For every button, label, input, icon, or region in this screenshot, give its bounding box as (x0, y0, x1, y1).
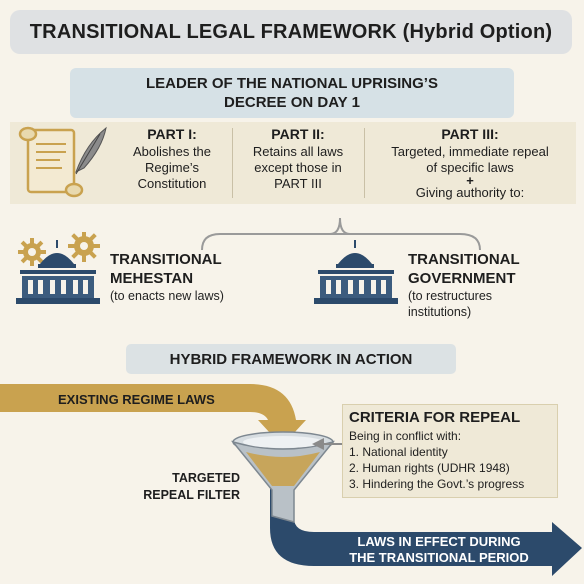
criteria-intro: Being in conflict with: (349, 429, 462, 443)
filter-line-2: REPEAL FILTER (143, 488, 240, 502)
gears-icon (18, 232, 100, 266)
mehestan-title-1: TRANSITIONAL (110, 251, 222, 268)
criteria-item: 2. Human rights (UDHR 1948) (349, 461, 510, 475)
result-arrow (270, 488, 582, 576)
authority-brace (201, 217, 481, 251)
part-1-title: PART I: (147, 126, 197, 142)
government-sub-1: (to restructures (408, 289, 493, 303)
mehestan-sub: (to enacts new laws) (110, 289, 224, 303)
filter-label: TARGETED REPEAL FILTER (120, 470, 240, 504)
criteria-item: 1. National identity (349, 445, 448, 459)
criteria-item: 3. Hindering the Govt.’s progress (349, 477, 525, 491)
part-2: PART II: Retains all laws except those i… (238, 126, 358, 192)
capitol-building-icon (16, 240, 100, 304)
result-label: LAWS IN EFFECT DURING THE TRANSITIONAL P… (332, 534, 546, 566)
part-2-line: PART III (274, 176, 322, 191)
part-3-line: of specific laws (426, 160, 514, 175)
filter-line-1: TARGETED (172, 471, 240, 485)
decree-line-1: LEADER OF THE NATIONAL UPRISING’S (146, 75, 438, 92)
part-1-line: Constitution (137, 176, 207, 191)
part-2-line: Retains all laws (252, 144, 344, 159)
criteria-pointer (312, 438, 344, 450)
part-3-line: Giving authority to: (415, 185, 525, 200)
part-2-title: PART II: (271, 126, 325, 142)
government-sub-2: institutions) (408, 305, 472, 319)
result-line-2: THE TRANSITIONAL PERIOD (349, 550, 529, 565)
mehestan-block: TRANSITIONAL MEHESTAN (to enacts new law… (110, 250, 224, 304)
part-separator (364, 128, 365, 198)
government-title-2: GOVERNMENT (408, 270, 516, 287)
page-title: TRANSITIONAL LEGAL FRAMEWORK (Hybrid Opt… (10, 10, 572, 54)
hybrid-heading: HYBRID FRAMEWORK IN ACTION (126, 344, 456, 374)
part-3-title: PART III: (441, 126, 499, 142)
result-line-1: LAWS IN EFFECT DURING (357, 534, 521, 549)
decree-line-2: DECREE ON DAY 1 (224, 94, 360, 111)
government-block: TRANSITIONAL GOVERNMENT (to restructures… (408, 250, 520, 320)
government-title-1: TRANSITIONAL (408, 251, 520, 268)
criteria-box: CRITERIA FOR REPEAL Being in conflict wi… (342, 404, 558, 498)
part-1-line: Abolishes the (132, 144, 212, 159)
existing-laws-arrow (0, 384, 306, 446)
mehestan-title-2: MEHESTAN (110, 270, 194, 287)
existing-laws-label: EXISTING REGIME LAWS (58, 392, 215, 407)
capitol-building-icon (314, 240, 398, 304)
part-1-line: Regime’s (145, 160, 199, 175)
part-2-line: except those in (254, 160, 342, 175)
part-3: PART III: Targeted, immediate repeal of … (370, 126, 570, 201)
scroll-quill-icon (18, 126, 107, 198)
part-separator (232, 128, 233, 198)
funnel-icon (230, 431, 336, 523)
criteria-title: CRITERIA FOR REPEAL (349, 409, 521, 426)
part-1: PART I: Abolishes the Regime’s Constitut… (118, 126, 226, 192)
part-3-plus: + (466, 173, 474, 188)
decree-heading: LEADER OF THE NATIONAL UPRISING’S DECREE… (70, 68, 514, 118)
part-3-line: Targeted, immediate repeal (391, 144, 549, 159)
